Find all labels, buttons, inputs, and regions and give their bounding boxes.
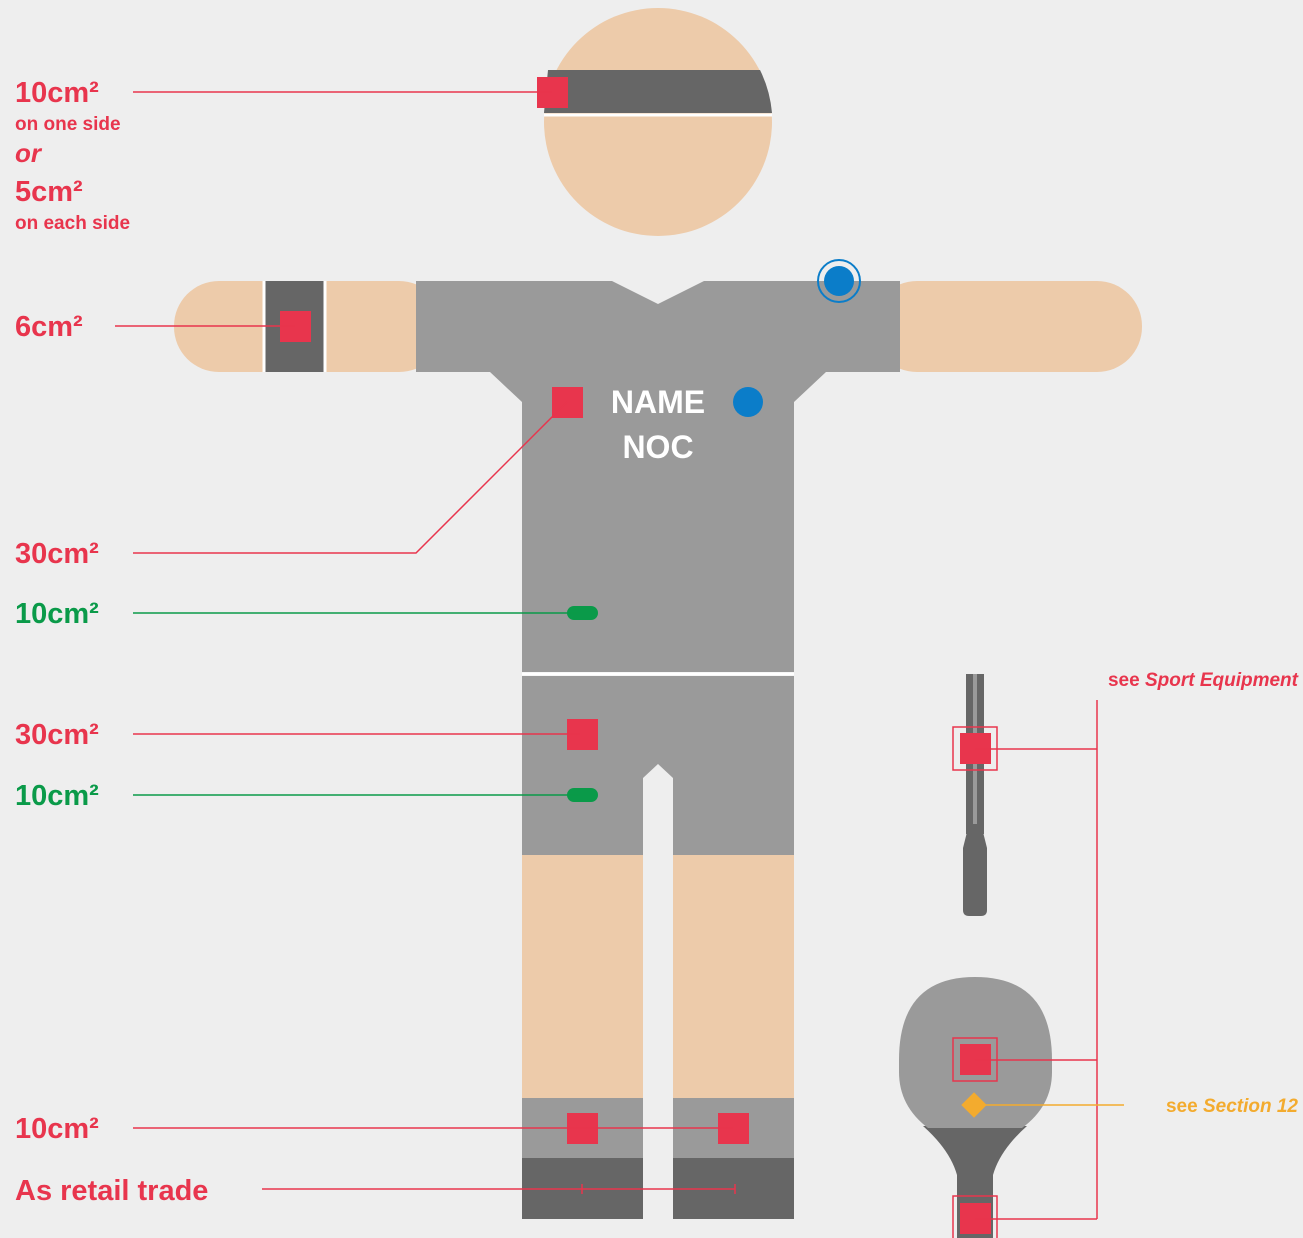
socks-size: 10cm² <box>15 1113 99 1145</box>
headband <box>544 70 772 113</box>
headband-note-one-side: on one side <box>15 114 121 135</box>
headband-or: or <box>15 138 43 168</box>
shorts-manufacturer-size: 30cm² <box>15 719 99 751</box>
noc-text: NOC <box>622 429 693 465</box>
see-sport-equipment: see Sport Equipment <box>1108 670 1299 691</box>
noc-emblem-icon <box>733 387 763 417</box>
right-arm <box>872 281 1142 372</box>
badminton-racket <box>963 674 987 916</box>
right-leg <box>673 855 794 1100</box>
shirt-other-size: 10cm² <box>15 598 99 630</box>
headband-note-each-side: on each side <box>15 213 130 234</box>
shorts-other-size: 10cm² <box>15 780 99 812</box>
see-section-12: see Section 12 <box>1166 1096 1298 1117</box>
shirt-manufacturer-size: 30cm² <box>15 538 99 570</box>
racket-handle <box>963 828 987 916</box>
olympic-rings-badge-icon <box>818 260 860 302</box>
shoes-label: As retail trade <box>15 1175 208 1207</box>
name-text: NAME <box>611 384 705 420</box>
shorts <box>522 676 794 855</box>
wristband-size: 6cm² <box>15 311 83 343</box>
head <box>544 8 772 236</box>
headband-size-one-side: 10cm² <box>15 77 99 109</box>
left-leg <box>522 855 643 1100</box>
headband-size-each-side: 5cm² <box>15 176 83 208</box>
